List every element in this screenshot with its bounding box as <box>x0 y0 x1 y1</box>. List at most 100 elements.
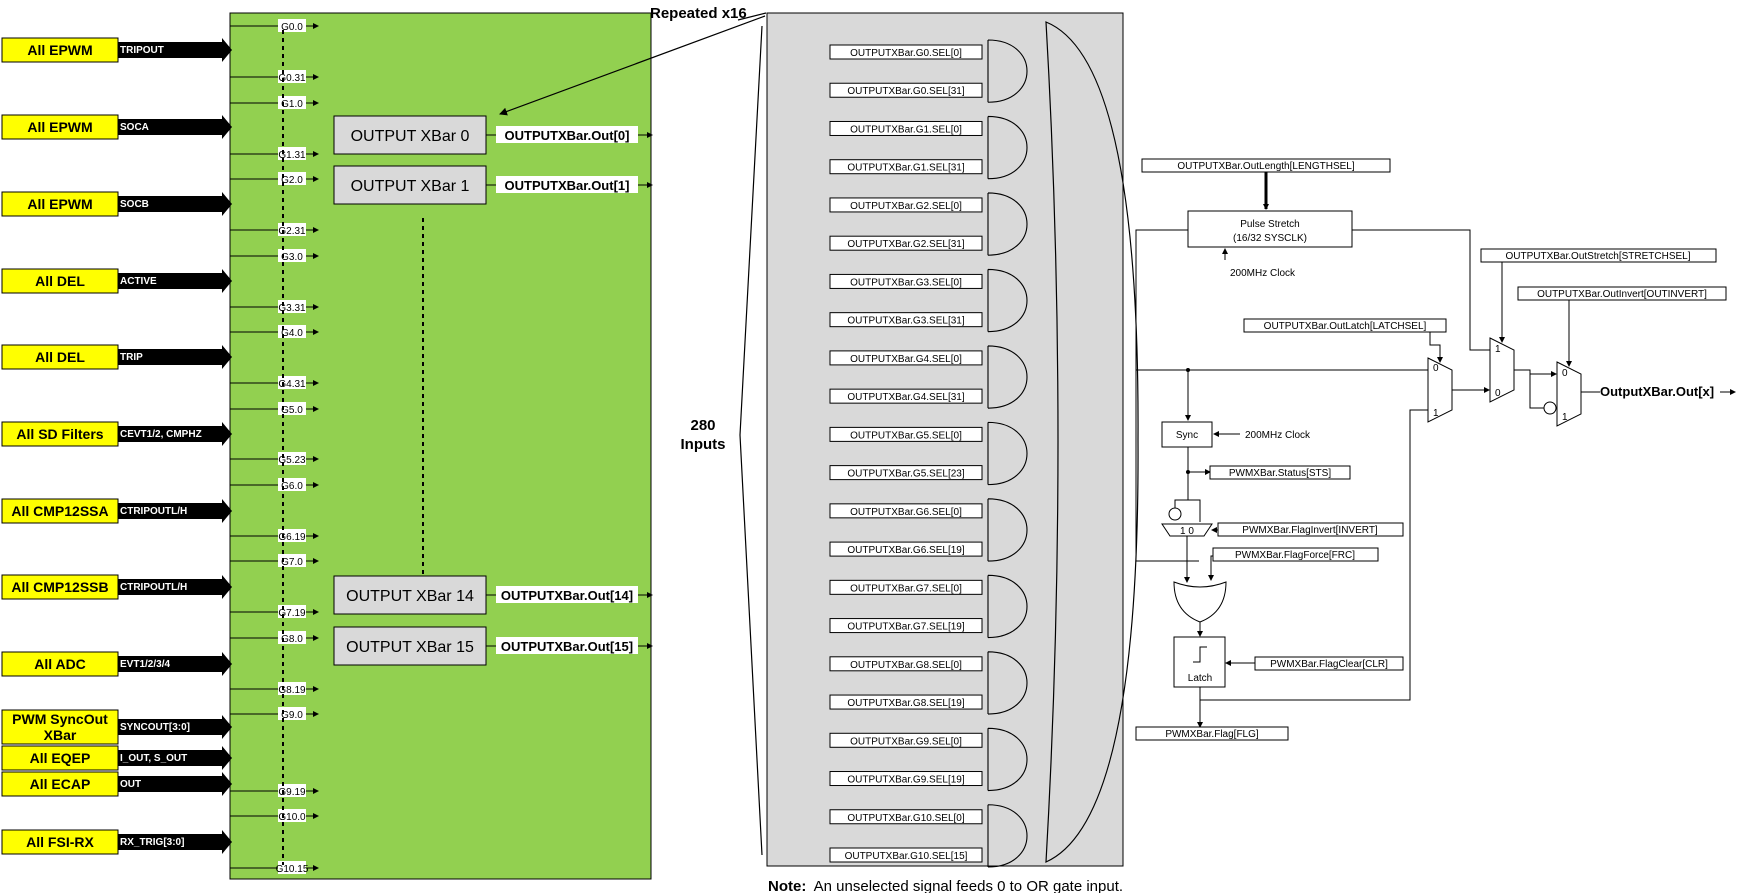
group-label: G4.31 <box>278 379 306 390</box>
flag-reg <box>1135 726 1289 741</box>
sel-label-box <box>829 503 983 519</box>
xbar-output-label: OUTPUTXBar.Out[15] <box>501 639 633 654</box>
xbar-3: OUTPUT XBar 15 OUTPUTXBar.Out[15] <box>333 626 653 666</box>
group-label-bg <box>278 96 306 109</box>
xbar-box <box>333 165 487 205</box>
and-gate <box>987 498 1028 562</box>
group-label-bg <box>278 172 306 185</box>
mux-stretch-1: 1 <box>1495 344 1501 355</box>
signal-arrow <box>118 422 232 446</box>
inputs-count-label: 280 <box>690 417 715 434</box>
source-name: All CMP12SSB <box>11 579 108 595</box>
signal-label: TRIPOUT <box>120 45 164 56</box>
flag-or-gate <box>1173 581 1227 623</box>
mux-invert <box>1556 361 1582 427</box>
signal-label: I_OUT, S_OUT <box>120 753 187 764</box>
group-label-bg <box>278 300 306 313</box>
source-name: All EPWM <box>27 196 92 212</box>
and-gate <box>987 115 1028 180</box>
group-label-bg <box>278 325 306 338</box>
sel-label-box <box>829 694 983 710</box>
mux-invert-1: 1 <box>1562 412 1568 423</box>
out-latch-reg <box>1243 318 1447 333</box>
out-invert-text: OUTPUTXBar.OutInvert[OUTINVERT] <box>1537 289 1707 300</box>
source-box <box>1 268 119 294</box>
sel-label: OUTPUTXBar.G8.SEL[19] <box>847 698 964 709</box>
signal-arrow <box>118 269 232 293</box>
group-label: G8.19 <box>278 685 306 696</box>
group-label: G10.15 <box>276 864 309 875</box>
sel-label: OUTPUTXBar.G3.SEL[0] <box>850 277 962 288</box>
group-label-bg <box>278 809 306 822</box>
flag-force-reg <box>1212 547 1379 562</box>
xbar-label: OUTPUT XBar 15 <box>346 639 474 656</box>
group-label: G6.0 <box>281 481 303 492</box>
sel-label-box <box>829 120 983 136</box>
note-bold: Note: <box>768 878 806 893</box>
latch-out-wire <box>1200 409 1428 701</box>
sel-label-box <box>829 847 983 863</box>
sel-label: OUTPUTXBar.G9.SEL[0] <box>850 736 962 747</box>
sel-label-box <box>829 732 983 748</box>
source-name: All EPWM <box>27 42 92 58</box>
flag-invert-text: PWMXBar.FlagInvert[INVERT] <box>1242 525 1378 536</box>
sel-label: OUTPUTXBar.G0.SEL[31] <box>847 86 964 97</box>
sel-label: OUTPUTXBar.G2.SEL[31] <box>847 239 964 250</box>
xbar-label: OUTPUT XBar 14 <box>346 588 474 605</box>
sel-label-box <box>829 350 983 366</box>
source-box <box>1 344 119 370</box>
sel-label: OUTPUTXBar.G10.SEL[0] <box>847 813 964 824</box>
sel-label-box <box>829 771 983 787</box>
invert-bubble <box>1543 401 1557 415</box>
sel-label-box <box>829 465 983 481</box>
sync-box <box>1161 421 1213 448</box>
signal-label: RX_TRIG[3:0] <box>120 837 184 848</box>
flag-invert-mux-text: 1 0 <box>1180 526 1194 537</box>
pulse-stretch-text-1: Pulse Stretch <box>1240 219 1299 230</box>
mux-invert-0: 0 <box>1562 368 1568 379</box>
xbar-output-label: OUTPUTXBar.Out[14] <box>501 588 633 603</box>
signal-label: CTRIPOUTL/H <box>120 582 187 593</box>
sel-label: OUTPUTXBar.G1.SEL[0] <box>850 124 962 135</box>
group-label-bg <box>278 861 306 874</box>
sel-label: OUTPUTXBar.G4.SEL[0] <box>850 354 962 365</box>
signal-label: SOCB <box>120 199 149 210</box>
status-reg <box>1209 465 1351 480</box>
sel-label: OUTPUTXBar.G1.SEL[31] <box>847 163 964 174</box>
signal-arrow <box>118 345 232 369</box>
sel-label-box <box>829 426 983 442</box>
source-name: All SD Filters <box>16 426 103 442</box>
source-name: All CMP12SSA <box>11 503 108 519</box>
signal-label: SOCA <box>120 122 149 133</box>
invert-path <box>1529 374 1544 409</box>
source-name-2: XBar <box>44 727 77 743</box>
out-stretch-text: OUTPUTXBar.OutStretch[STRETCHSEL] <box>1505 251 1690 262</box>
sel-label: OUTPUTXBar.G8.SEL[0] <box>850 660 962 671</box>
signal-label: TRIP <box>120 352 143 363</box>
signal-arrow <box>118 192 232 216</box>
group-label-bg <box>278 554 306 567</box>
pulse-clock-text: 200MHz Clock <box>1230 268 1296 279</box>
source-box <box>1 829 119 855</box>
group-label-bg <box>278 70 306 83</box>
group-label-bg <box>278 223 306 236</box>
and-gate <box>987 268 1028 333</box>
flag-force-wire <box>1208 555 1214 581</box>
source-name: All DEL <box>35 273 85 289</box>
flag-clear-reg <box>1254 656 1404 671</box>
inputs-text-label: Inputs <box>681 436 726 453</box>
flag-invert-mux <box>1161 523 1213 537</box>
mux2-to-mux3 <box>1514 369 1557 377</box>
xbar-output-label: OUTPUTXBar.Out[0] <box>505 128 630 143</box>
latch-text: Latch <box>1188 673 1212 684</box>
final-output-text: OutputXBar.Out[x] <box>1600 384 1714 399</box>
sel-label: OUTPUTXBar.G4.SEL[31] <box>847 392 964 403</box>
group-label: G5.0 <box>281 405 303 416</box>
group-label: G7.19 <box>278 608 306 619</box>
